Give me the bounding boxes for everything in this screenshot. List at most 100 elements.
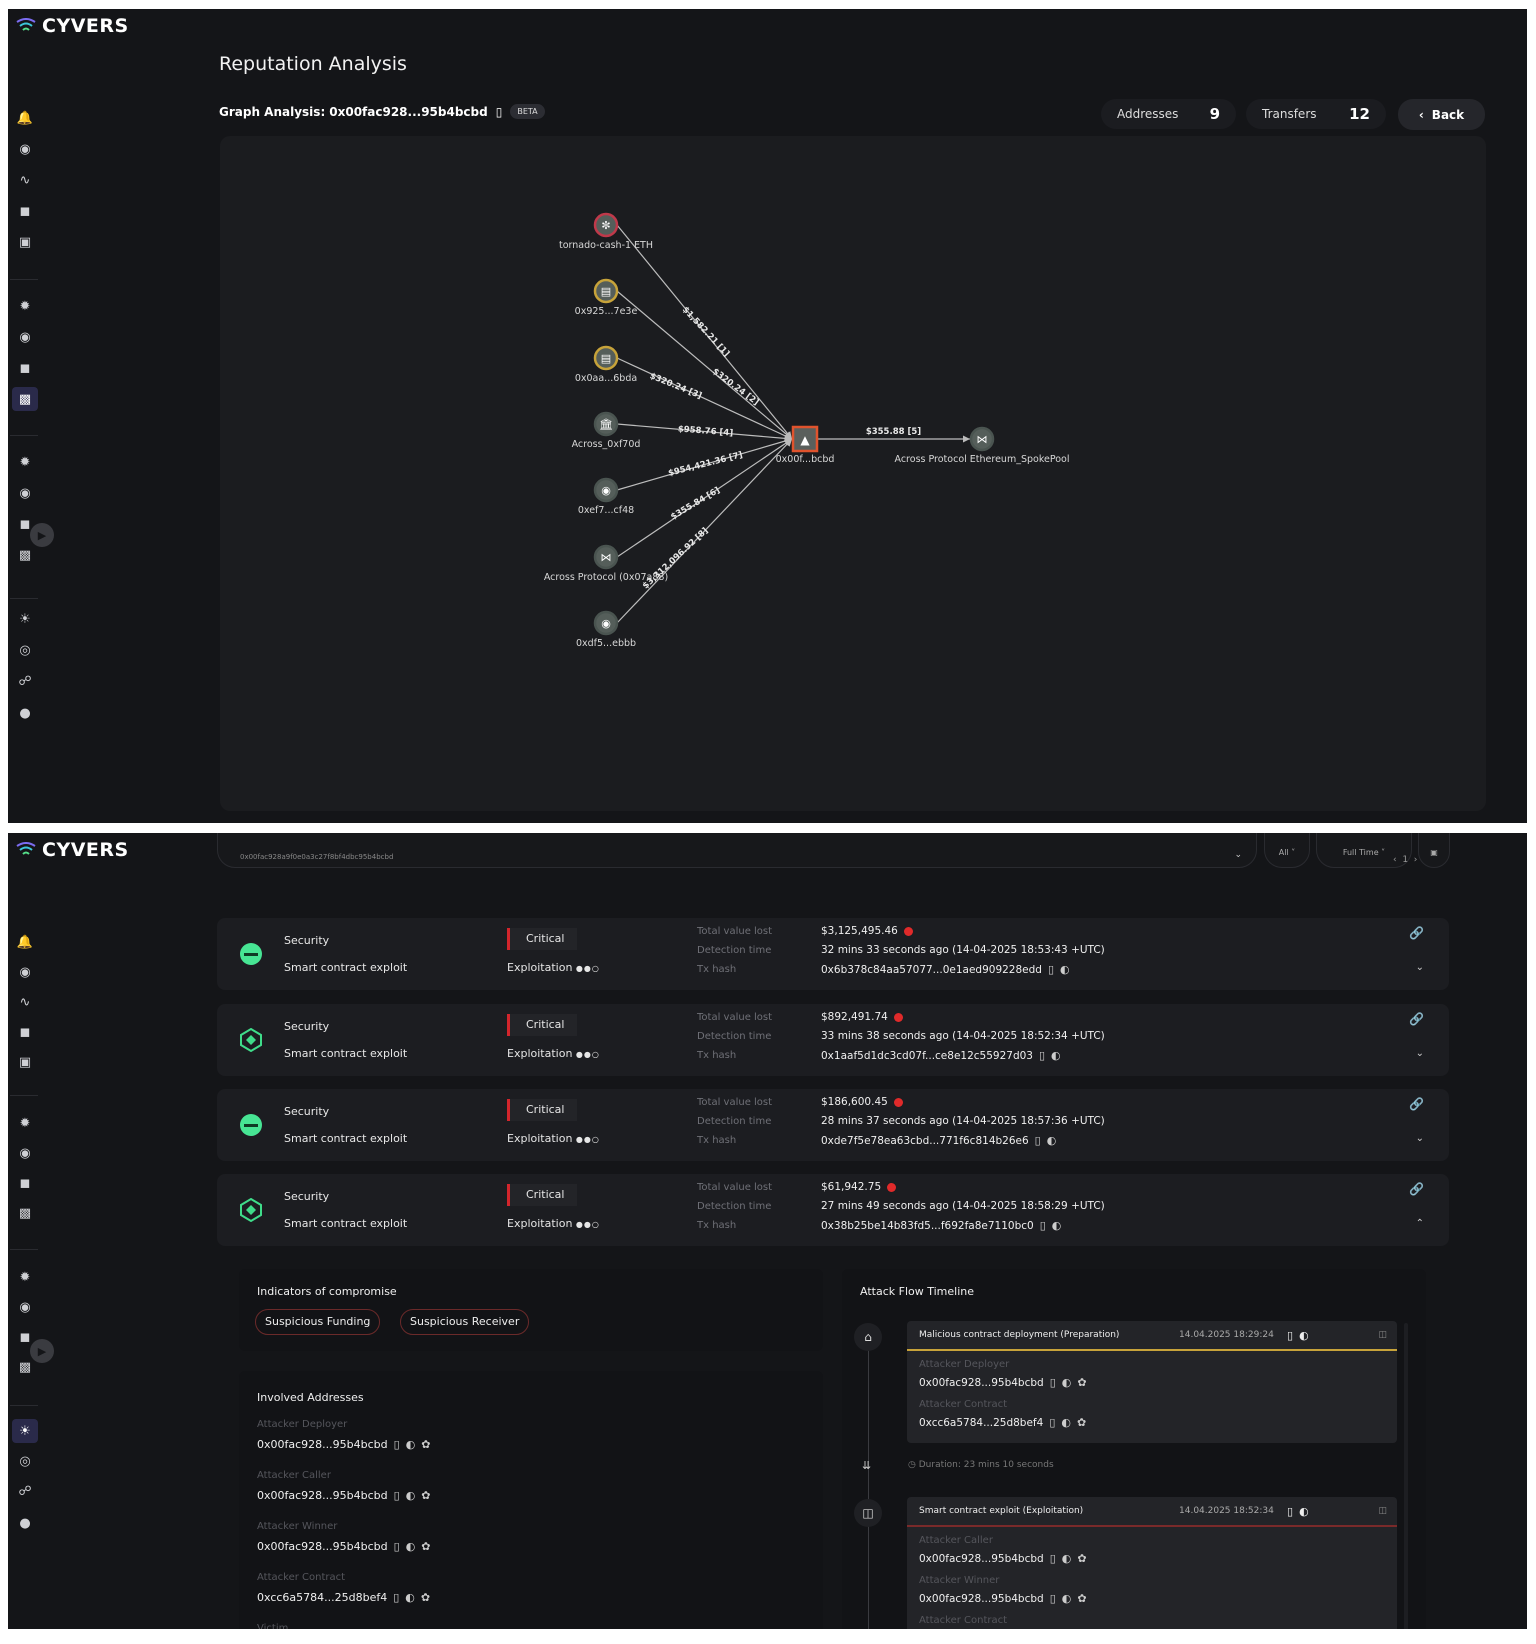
calendar-button[interactable]: ▣ — [1418, 833, 1450, 868]
explorer-icon[interactable]: ◐ — [405, 1489, 416, 1502]
sidebar-item-globe-icon[interactable]: ☍ — [12, 1479, 38, 1503]
sidebar-item-monitor-icon[interactable]: ◉ — [12, 1141, 38, 1165]
explorer-icon[interactable]: ◐ — [1046, 1134, 1057, 1147]
transfer-edge[interactable] — [616, 423, 793, 442]
pagination[interactable]: ‹ 1 › — [1393, 855, 1418, 865]
sidebar-item-monitor-icon[interactable]: ◉ — [12, 481, 38, 505]
sidebar-item-network-icon[interactable]: ✹ — [12, 1265, 38, 1289]
graph-node-source[interactable]: ◉0xdf5...ebbb — [576, 610, 636, 649]
sidebar-item-alerts-icon[interactable]: 🔔 — [12, 930, 38, 954]
explorer-icon[interactable]: ◐ — [405, 1591, 415, 1604]
link-icon[interactable]: 🔗 — [1409, 1097, 1424, 1111]
chevron-down-icon[interactable]: ⌄ — [1415, 1133, 1424, 1144]
sidebar-item-activity-icon[interactable]: ∿ — [12, 168, 38, 192]
filter-select-1[interactable]: All ˅ — [1264, 833, 1310, 868]
explorer-icon[interactable]: ◐ — [1060, 963, 1070, 976]
search-input[interactable]: 0x00fac928a9f0e0a3c27f8bf4dbc95b4bcbd⌄ — [217, 833, 1257, 868]
address[interactable]: 0x00fac928...95b4bcbd — [257, 1489, 388, 1502]
profile-icon[interactable]: ✿ — [1077, 1376, 1087, 1389]
graph-node-source[interactable]: ✼tornado-cash-1 ETH — [559, 212, 653, 251]
address[interactable]: 0x00fac928...95b4bcbd — [919, 1552, 1044, 1565]
transfer-graph[interactable]: ✼tornado-cash-1 ETH ▤0x925...7e3e ▤0x0aa..… — [220, 136, 1486, 811]
copy-icon[interactable]: ▯ — [1049, 1552, 1056, 1565]
transfer-edge[interactable] — [616, 224, 793, 440]
profile-icon[interactable]: ✿ — [1077, 1592, 1087, 1605]
ioc-chip[interactable]: Suspicious Funding — [255, 1309, 381, 1335]
sidebar-item-chart-icon[interactable]: ▩ — [12, 387, 38, 411]
explorer-icon[interactable]: ◐ — [1051, 1219, 1062, 1232]
explorer-icon[interactable]: ◐ — [1299, 1328, 1309, 1342]
sidebar-item-shield-icon[interactable]: ◼ — [12, 1020, 38, 1044]
copy-icon[interactable]: ▯ — [1287, 1328, 1294, 1342]
explorer-icon[interactable]: ◐ — [405, 1540, 416, 1553]
graph-node-source[interactable]: 🏛Across_0xf70d — [572, 411, 641, 450]
graph-node-source[interactable]: ▤0x0aa...6bda — [575, 345, 637, 384]
scrollbar[interactable] — [1404, 1323, 1408, 1629]
sidebar-item-cube-icon[interactable]: ▣ — [12, 230, 38, 254]
graph-node-source[interactable]: ⋈Across Protocol (0x07a88) — [544, 544, 668, 583]
copy-icon[interactable]: ▯ — [393, 1591, 400, 1604]
graph-node-source[interactable]: ◉0xef7...cf48 — [578, 477, 634, 516]
sidebar-item-network-icon[interactable]: ✹ — [12, 294, 38, 318]
sidebar-item-monitor-icon[interactable]: ◉ — [12, 1295, 38, 1319]
alert-row[interactable]: Security Smart contract exploit Critical… — [217, 1004, 1449, 1076]
profile-icon[interactable]: ✿ — [420, 1591, 431, 1604]
explorer-icon[interactable]: ◐ — [405, 1438, 416, 1451]
address[interactable]: 0x00fac928...95b4bcbd — [257, 1438, 388, 1451]
sidebar-item-shield-globe-icon[interactable]: ● — [12, 1511, 38, 1535]
transfer-edge[interactable] — [616, 357, 793, 440]
graph-node-center[interactable]: ▲0x00f...bcbd — [776, 425, 835, 465]
sidebar-item-shield-icon[interactable]: ◼ — [12, 199, 38, 223]
graph-node-source[interactable]: ▤0x925...7e3e — [575, 278, 638, 317]
address[interactable]: 0xcc6a5784...25d8bef4 — [919, 1416, 1044, 1429]
link-icon[interactable]: 🔗 — [1409, 1182, 1424, 1196]
explorer-icon[interactable]: ◐ — [1051, 1049, 1061, 1062]
tx-hash-value[interactable]: 0xde7f5e78ea63cbd...771f6c814b26e6 — [821, 1134, 1029, 1147]
explorer-icon[interactable]: ◐ — [1299, 1504, 1309, 1518]
alert-row[interactable]: Security Smart contract exploit Critical… — [217, 1089, 1449, 1161]
link-icon[interactable]: 🔗 — [1409, 1012, 1424, 1026]
copy-icon[interactable]: ▯ — [1049, 1592, 1056, 1605]
explorer-icon[interactable]: ◐ — [1061, 1416, 1071, 1429]
sidebar-item-alarm-icon[interactable]: ☀ — [12, 1419, 38, 1443]
transfer-edge[interactable] — [616, 438, 793, 558]
explorer-icon[interactable]: ◐ — [1061, 1376, 1072, 1389]
sidebar-item-alarm-icon[interactable]: ☀ — [12, 607, 38, 631]
copy-icon[interactable]: ▯ — [1034, 1134, 1041, 1147]
explorer-icon[interactable]: ◐ — [1061, 1552, 1072, 1565]
sidebar-expand-button[interactable]: ▶ — [30, 1339, 54, 1363]
explorer-icon[interactable]: ◐ — [1061, 1592, 1072, 1605]
copy-icon[interactable]: ▯ — [393, 1438, 400, 1451]
ioc-chip[interactable]: Suspicious Receiver — [400, 1309, 530, 1335]
profile-icon[interactable]: ✿ — [421, 1489, 431, 1502]
profile-icon[interactable]: ✿ — [1077, 1416, 1087, 1429]
transfer-edge[interactable] — [616, 290, 793, 440]
profile-icon[interactable]: ✿ — [1077, 1552, 1087, 1565]
copy-icon[interactable]: ▯ — [1049, 1376, 1056, 1389]
sidebar-item-globe-icon[interactable]: ☍ — [12, 669, 38, 693]
copy-icon[interactable]: ▯ — [393, 1540, 400, 1553]
tx-hash-value[interactable]: 0x6b378c84aa57077...0e1aed909228edd — [821, 963, 1042, 976]
open-icon[interactable]: ◫ — [1378, 1506, 1387, 1516]
chevron-down-icon[interactable]: ⌄ — [1234, 850, 1242, 860]
sidebar-item-cube-icon[interactable]: ▣ — [12, 1050, 38, 1074]
sidebar-item-monitor-icon[interactable]: ◉ — [12, 137, 38, 161]
sidebar-item-monitor-icon[interactable]: ◉ — [12, 960, 38, 984]
sidebar-item-shield-globe-icon[interactable]: ● — [12, 701, 38, 725]
transfer-edge[interactable] — [616, 437, 793, 491]
sidebar-item-chart-icon[interactable]: ▩ — [12, 1355, 38, 1379]
page-number[interactable]: 1 — [1402, 855, 1409, 865]
link-icon[interactable]: 🔗 — [1409, 926, 1424, 940]
alert-row[interactable]: Security Smart contract exploit Critical… — [217, 918, 1449, 990]
copy-icon[interactable]: ▯ — [1047, 963, 1055, 976]
chevron-up-icon[interactable]: ⌃ — [1415, 1218, 1424, 1229]
profile-icon[interactable]: ✿ — [421, 1438, 431, 1451]
sidebar-item-activity-icon[interactable]: ∿ — [12, 990, 38, 1014]
step-header[interactable]: Malicious contract deployment (Preparati… — [907, 1321, 1397, 1351]
graph-canvas[interactable]: ✼tornado-cash-1 ETH ▤0x925...7e3e ▤0x0aa..… — [220, 136, 1486, 811]
address[interactable]: 0x00fac928...95b4bcbd — [919, 1592, 1044, 1605]
address[interactable]: 0x00fac928...95b4bcbd — [257, 1540, 388, 1553]
address[interactable]: 0x00fac928...95b4bcbd — [919, 1376, 1044, 1389]
alert-row[interactable]: Security Smart contract exploit Critical… — [217, 1174, 1449, 1246]
sidebar-item-alerts-icon[interactable]: 🔔 — [12, 106, 38, 130]
